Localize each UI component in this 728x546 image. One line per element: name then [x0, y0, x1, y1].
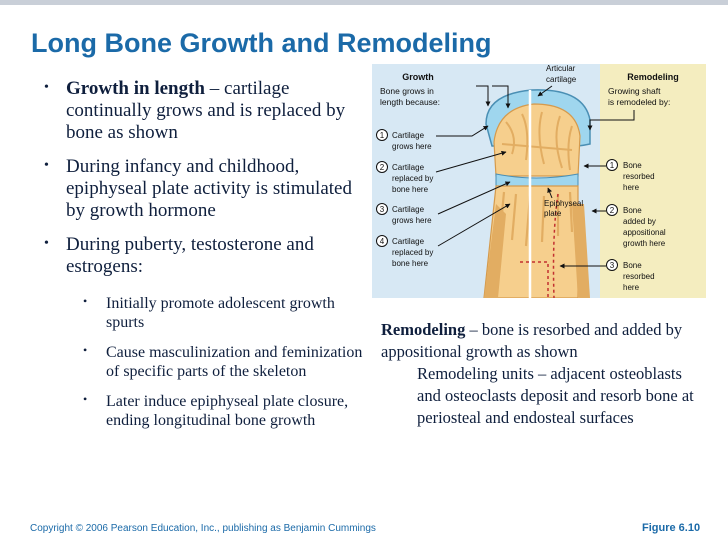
sub-bullet-masculinization: • Cause masculinization and feminization… — [83, 343, 364, 381]
growth-header: Growth — [402, 72, 434, 82]
step-text: growth here — [623, 239, 666, 248]
step-text: here — [623, 183, 640, 192]
figure-number: Figure 6.10 — [642, 522, 701, 534]
step-text: grows here — [392, 216, 432, 225]
step-text: Cartilage — [392, 131, 425, 140]
step-number-badge — [606, 159, 618, 171]
sub-bullet-growth-spurts: • Initially promote adolescent growth sp… — [83, 294, 364, 332]
step-number-badge — [606, 204, 618, 216]
step-text: bone here — [392, 259, 429, 268]
step-text: Bone — [623, 261, 642, 270]
remodeling-description: Remodeling – bone is resorbed and added … — [381, 319, 701, 429]
step-number-badge — [376, 203, 388, 215]
bone-growth-figure: Growth Bone grows in length because: Rem… — [372, 64, 706, 298]
step-number: 4 — [380, 237, 385, 246]
remodel-step-1: 1 Bone resorbed here — [583, 159, 655, 192]
remodeling-text: – bone is resorbed and added by appositi… — [381, 320, 683, 361]
bullet-puberty: • During puberty, testosterone and estro… — [44, 234, 364, 278]
step-text: resorbed — [623, 172, 655, 181]
step-text: appositional — [623, 228, 666, 237]
step-number: 3 — [610, 261, 615, 270]
sub-bullet-dot-icon: • — [83, 343, 88, 357]
step-number: 2 — [610, 206, 615, 215]
slide-title: Long Bone Growth and Remodeling — [31, 28, 492, 58]
growth-subheader-line-1: Bone grows in — [380, 86, 434, 96]
bullet-dot-icon: • — [44, 236, 49, 251]
remodeling-subheader-line-1: Growing shaft — [608, 86, 661, 96]
sub-bullet-text: Cause masculinization and feminization o… — [106, 344, 363, 380]
epiphyseal-pointer — [547, 187, 553, 199]
step-number-badge — [376, 235, 388, 247]
bullet-list: • Growth in length – cartilage continual… — [44, 78, 364, 441]
remodel-step-2: 2 Bone added by appositional growth here — [591, 204, 666, 248]
bullet-dot-icon: • — [44, 80, 49, 95]
step-text: replaced by — [392, 174, 433, 183]
step-text: here — [623, 283, 640, 292]
compact-bone-right — [572, 204, 590, 298]
bullet-infancy: • During infancy and childhood, epiphyse… — [44, 156, 364, 222]
sub-bullet-plate-closure: • Later induce epiphyseal plate closure,… — [83, 392, 364, 430]
remodeling-bold-term: Remodeling — [381, 320, 466, 339]
growth-step-3: 3 Cartilage grows here — [376, 181, 511, 225]
bullet-bold-term: Growth in length — [66, 78, 206, 99]
epiphyseal-label-line-2: plate — [544, 209, 562, 218]
articular-label-line-2: cartilage — [546, 75, 577, 84]
step-text: Bone — [623, 161, 642, 170]
remodeling-outline — [552, 193, 559, 298]
compact-bone-left — [484, 204, 506, 298]
step-text: grows here — [392, 142, 432, 151]
sub-bullet-text: Later induce epiphyseal plate closure, e… — [106, 393, 349, 429]
epiphysis — [493, 103, 581, 177]
sub-bullet-text: Initially promote adolescent growth spur… — [106, 295, 335, 331]
step-text: added by — [623, 217, 656, 226]
growth-subheader-line-2: length because: — [380, 97, 440, 107]
epiphyseal-label-line-1: Epiphyseal — [544, 199, 583, 208]
remodeling-header: Remodeling — [627, 72, 679, 82]
copyright-footer: Copyright © 2006 Pearson Education, Inc.… — [30, 523, 376, 534]
remodeling-definition: Remodeling – bone is resorbed and added … — [381, 319, 701, 363]
step-text: Cartilage — [392, 205, 425, 214]
articular-pointer — [537, 85, 553, 97]
sub-bullet-dot-icon: • — [83, 392, 88, 406]
step-text: bone here — [392, 185, 429, 194]
step-number-badge — [376, 129, 388, 141]
step-text: resorbed — [623, 272, 655, 281]
step-number: 3 — [380, 205, 385, 214]
step-number: 1 — [380, 131, 385, 140]
remodel-step-3: 3 Bone resorbed here — [559, 259, 655, 292]
bullet-text: During infancy and childhood, epiphyseal… — [66, 156, 352, 221]
articular-label-line-1: Articular — [546, 64, 576, 73]
remodeling-units-text: Remodeling units – adjacent osteoblasts … — [417, 364, 694, 427]
growth-step-2: 2 Cartilage replaced by bone here — [376, 150, 507, 194]
step-text: Cartilage — [392, 163, 425, 172]
bullet-text: – cartilage continually grows and is rep… — [66, 78, 346, 143]
growth-step-1: 1 Cartilage grows here — [376, 125, 489, 151]
bullet-dot-icon: • — [44, 158, 49, 173]
step-number-badge — [606, 259, 618, 271]
long-bone-illustration — [483, 89, 591, 298]
step-text: Bone — [623, 206, 642, 215]
remodeling-panel — [600, 64, 706, 298]
growth-step-4: 4 Cartilage replaced by bone here — [376, 203, 511, 268]
remodeling-subheader-line-2: is remodeled by: — [608, 97, 670, 107]
step-number: 2 — [380, 163, 385, 172]
remodel-pointer-1 — [587, 110, 635, 131]
growth-pointer-1 — [476, 85, 491, 107]
step-number: 1 — [610, 161, 615, 170]
top-rule — [0, 0, 728, 5]
step-text: replaced by — [392, 248, 433, 257]
step-text: Cartilage — [392, 237, 425, 246]
growth-pointer-2 — [492, 85, 511, 109]
bullet-text: During puberty, testosterone and estroge… — [66, 234, 314, 277]
step-number-badge — [376, 161, 388, 173]
bullet-growth-in-length: • Growth in length – cartilage continual… — [44, 78, 364, 144]
sub-bullet-dot-icon: • — [83, 294, 88, 308]
